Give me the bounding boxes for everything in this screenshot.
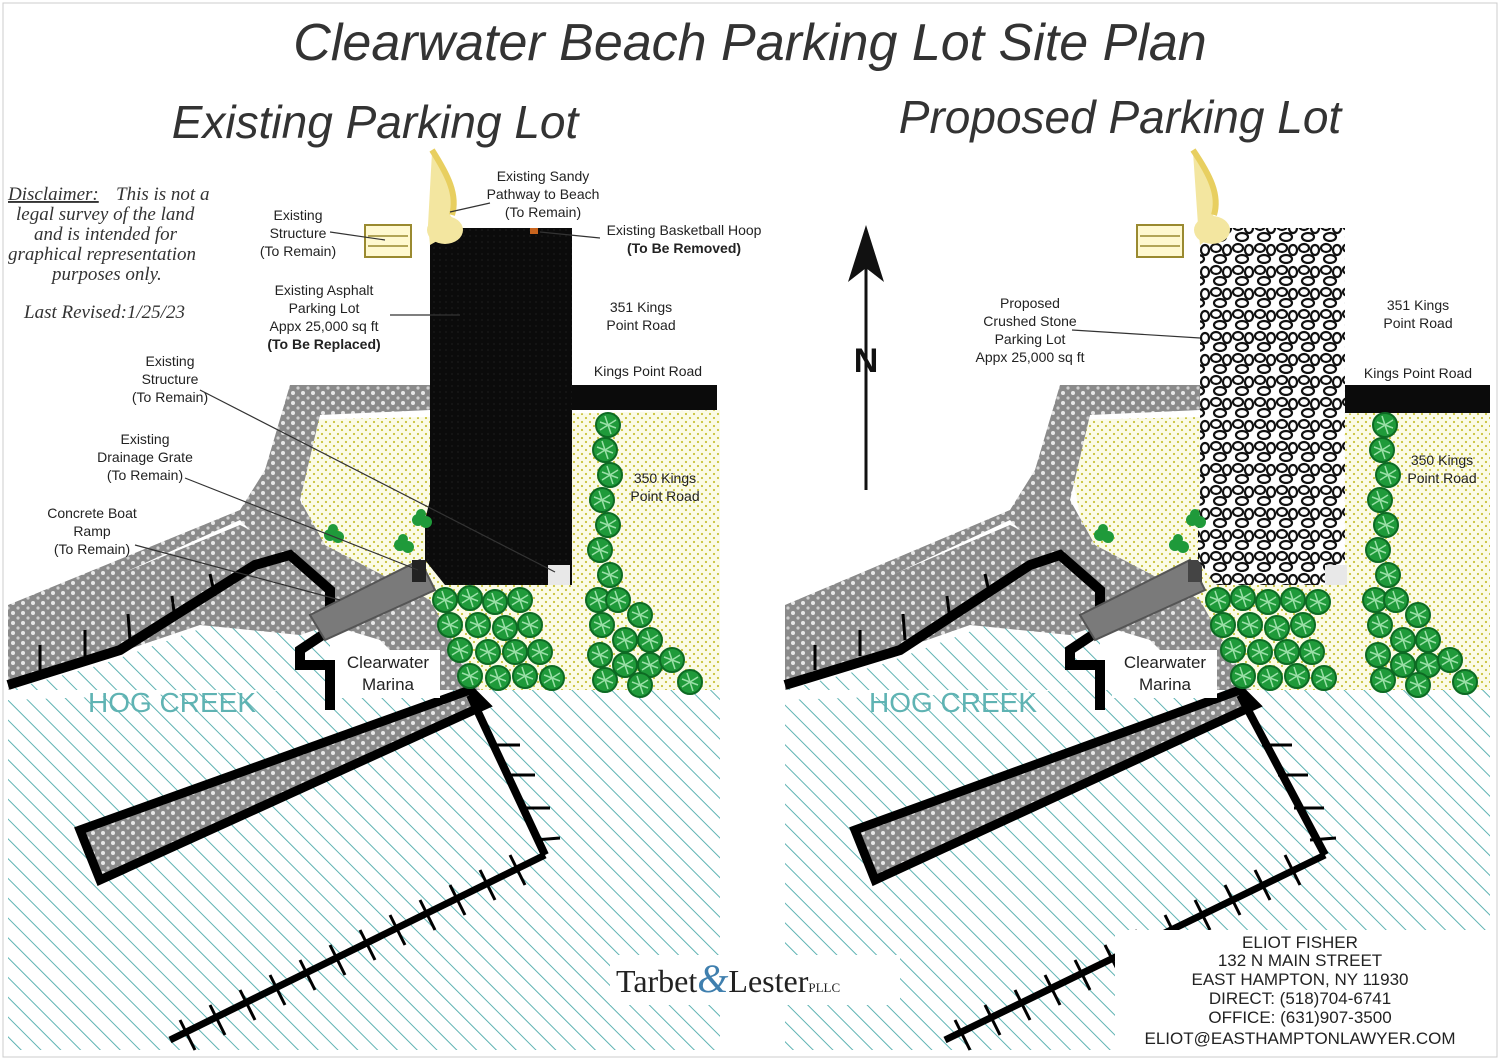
- label-proposed: Parking Lot: [995, 331, 1066, 347]
- label-ramp: (To Remain): [54, 541, 130, 557]
- marina-label: Marina: [1139, 675, 1192, 694]
- label-kings-road: Kings Point Road: [1364, 365, 1472, 381]
- existing-structure-top: [364, 224, 412, 258]
- label-asphalt: Parking Lot: [289, 300, 360, 316]
- label-hoop: (To Be Removed): [627, 240, 741, 256]
- basketball-hoop: [530, 228, 538, 234]
- label-grate: Existing: [120, 431, 169, 447]
- last-revised: Last Revised:1/25/23: [23, 302, 185, 323]
- marina-label: Marina: [362, 675, 415, 694]
- drainage-grate: [1188, 560, 1202, 582]
- proposed-title: Proposed Parking Lot: [899, 91, 1344, 143]
- hog-creek-water: [8, 690, 720, 1050]
- label-structure-mid: Existing: [145, 353, 194, 369]
- dock: [849, 684, 1263, 887]
- proposed-site-map: Clearwater Marina HOG CREEK Proposed Cru…: [783, 148, 1490, 1051]
- disclaimer-line: purposes only.: [50, 264, 162, 285]
- label-asphalt: Existing Asphalt: [275, 282, 374, 298]
- kings-point-road: [1345, 385, 1490, 413]
- callout-leaders: [134, 202, 601, 601]
- contact-line: 132 N MAIN STREET: [1218, 951, 1382, 970]
- label-kings-road: Kings Point Road: [594, 363, 702, 379]
- contact-block: ELIOT FISHER 132 N MAIN STREET EAST HAMP…: [1115, 930, 1490, 1052]
- label-proposed: Proposed: [1000, 295, 1060, 311]
- label-asphalt: (To Be Replaced): [267, 336, 380, 352]
- label-351: 351 Kings: [610, 299, 672, 315]
- label-structure-top: Structure: [270, 225, 327, 241]
- label-351: 351 Kings: [1387, 297, 1449, 313]
- label-ramp: Ramp: [73, 523, 111, 539]
- existing-structure-top: [1136, 224, 1184, 258]
- lower-pier: [168, 851, 547, 1044]
- label-structure-mid: Structure: [142, 371, 199, 387]
- label-sandy-path: Existing Sandy: [497, 168, 590, 184]
- label-350: Point Road: [1407, 470, 1476, 486]
- firm-logo: Tarbet&LesterPLLC: [610, 955, 900, 1005]
- disclaimer-line: This is not a: [116, 184, 209, 205]
- label-351: Point Road: [1383, 315, 1452, 331]
- existing-structure-small: [548, 565, 570, 585]
- disclaimer-line: graphical representation: [8, 244, 196, 265]
- concrete-boat-ramp: [308, 558, 437, 642]
- label-351: Point Road: [606, 317, 675, 333]
- disclaimer-lead: Disclaimer:: [7, 184, 99, 205]
- label-structure-top: (To Remain): [260, 243, 336, 259]
- logo-text: Tarbet&LesterPLLC: [616, 956, 840, 1001]
- label-proposed: Appx 25,000 sq ft: [976, 349, 1085, 365]
- contact-line: EAST HAMPTON, NY 11930: [1192, 970, 1409, 989]
- existing-structure-small: [1325, 565, 1347, 585]
- label-hoop: Existing Basketball Hoop: [607, 222, 762, 238]
- label-sandy-path: (To Remain): [505, 204, 581, 220]
- contact-line: ELIOT FISHER: [1242, 933, 1358, 952]
- existing-title: Existing Parking Lot: [172, 96, 581, 148]
- label-350: 350 Kings: [634, 470, 696, 486]
- contact-line: DIRECT: (518)704-6741: [1209, 989, 1391, 1008]
- contact-line: OFFICE: (631)907-3500: [1208, 1008, 1391, 1027]
- disclaimer-line: and is intended for: [34, 224, 178, 245]
- marina-label: Clearwater: [347, 653, 430, 672]
- disclaimer-line: legal survey of the land: [16, 204, 195, 225]
- north-arrow: N: [848, 225, 884, 490]
- label-structure-mid: (To Remain): [132, 389, 208, 405]
- dock: [74, 684, 493, 887]
- label-350: 350 Kings: [1411, 452, 1473, 468]
- label-asphalt: Appx 25,000 sq ft: [270, 318, 379, 334]
- existing-site-map: Clearwater Marina HOG CREEK Disclaimer: …: [6, 148, 762, 1051]
- hog-creek-label: HOG CREEK: [88, 687, 256, 718]
- hog-creek-label: HOG CREEK: [869, 687, 1037, 718]
- label-sandy-path: Pathway to Beach: [487, 186, 600, 202]
- contact-email: ELIOT@EASTHAMPTONLAWYER.COM: [1144, 1029, 1455, 1048]
- label-350: Point Road: [630, 488, 699, 504]
- label-ramp: Concrete Boat: [47, 505, 137, 521]
- label-proposed: Crushed Stone: [983, 313, 1077, 329]
- label-grate: (To Remain): [107, 467, 183, 483]
- kings-point-road: [572, 385, 717, 410]
- marina-label: Clearwater: [1124, 653, 1207, 672]
- crushed-stone-parking-lot: [1198, 228, 1345, 585]
- north-label: N: [854, 342, 879, 380]
- label-grate: Drainage Grate: [97, 449, 193, 465]
- concrete-boat-ramp: [1078, 558, 1207, 642]
- drainage-grate: [412, 560, 426, 582]
- main-title: Clearwater Beach Parking Lot Site Plan: [293, 14, 1206, 72]
- label-structure-top: Existing: [273, 207, 322, 223]
- asphalt-parking-lot: [425, 228, 572, 585]
